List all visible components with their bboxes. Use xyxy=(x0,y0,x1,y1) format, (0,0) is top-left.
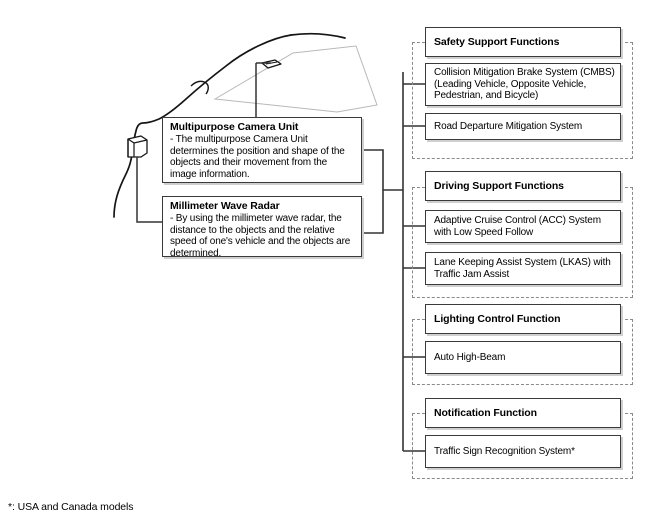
function-item-lane-keeping-assist: Lane Keeping Assist System (LKAS) with T… xyxy=(425,252,621,285)
group-header-notification-function: Notification Function xyxy=(425,398,621,428)
function-item-label: Lane Keeping Assist System (LKAS) with T… xyxy=(434,257,611,280)
callout-title: Multipurpose Camera Unit xyxy=(170,121,299,133)
function-item-label: Traffic Sign Recognition System* xyxy=(434,445,575,457)
callout-body: - The multipurpose Camera Unit determine… xyxy=(170,134,345,180)
radar-sensor-icon xyxy=(127,135,162,223)
camera-sensor-icon xyxy=(255,59,282,117)
function-item-label: Collision Mitigation Brake System (CMBS)… xyxy=(434,67,615,102)
function-item-adaptive-cruise-control: Adaptive Cruise Control (ACC) System wit… xyxy=(425,210,621,243)
group-header-label: Safety Support Functions xyxy=(434,36,560,48)
group-header-lighting-control-function: Lighting Control Function xyxy=(425,304,621,334)
function-item-label: Auto High-Beam xyxy=(434,351,506,363)
function-item-label: Adaptive Cruise Control (ACC) System wit… xyxy=(434,215,601,238)
group-header-driving-support-functions: Driving Support Functions xyxy=(425,171,621,201)
group-header-label: Lighting Control Function xyxy=(434,313,561,325)
group-header-label: Notification Function xyxy=(434,407,537,419)
function-item-label: Road Departure Mitigation System xyxy=(434,120,583,132)
function-item-auto-high-beam: Auto High-Beam xyxy=(425,341,621,374)
callout-body: - By using the millimeter wave radar, th… xyxy=(170,213,351,259)
function-item-traffic-sign-recognition: Traffic Sign Recognition System* xyxy=(425,435,621,468)
callout-merge-bracket xyxy=(362,149,403,234)
callout-title: Millimeter Wave Radar xyxy=(170,200,280,212)
function-item-road-departure-mitigation: Road Departure Mitigation System xyxy=(425,113,621,140)
callout-millimeter-wave-radar: Millimeter Wave Radar - By using the mil… xyxy=(162,196,362,259)
windshield-outline xyxy=(213,45,378,113)
footnote: *: USA and Canada models xyxy=(8,501,134,513)
group-header-label: Driving Support Functions xyxy=(434,180,564,192)
callout-multipurpose-camera-unit: Multipurpose Camera Unit - The multipurp… xyxy=(162,117,362,183)
group-header-safety-support-functions: Safety Support Functions xyxy=(425,27,621,57)
function-item-cmbs: Collision Mitigation Brake System (CMBS)… xyxy=(425,63,621,106)
